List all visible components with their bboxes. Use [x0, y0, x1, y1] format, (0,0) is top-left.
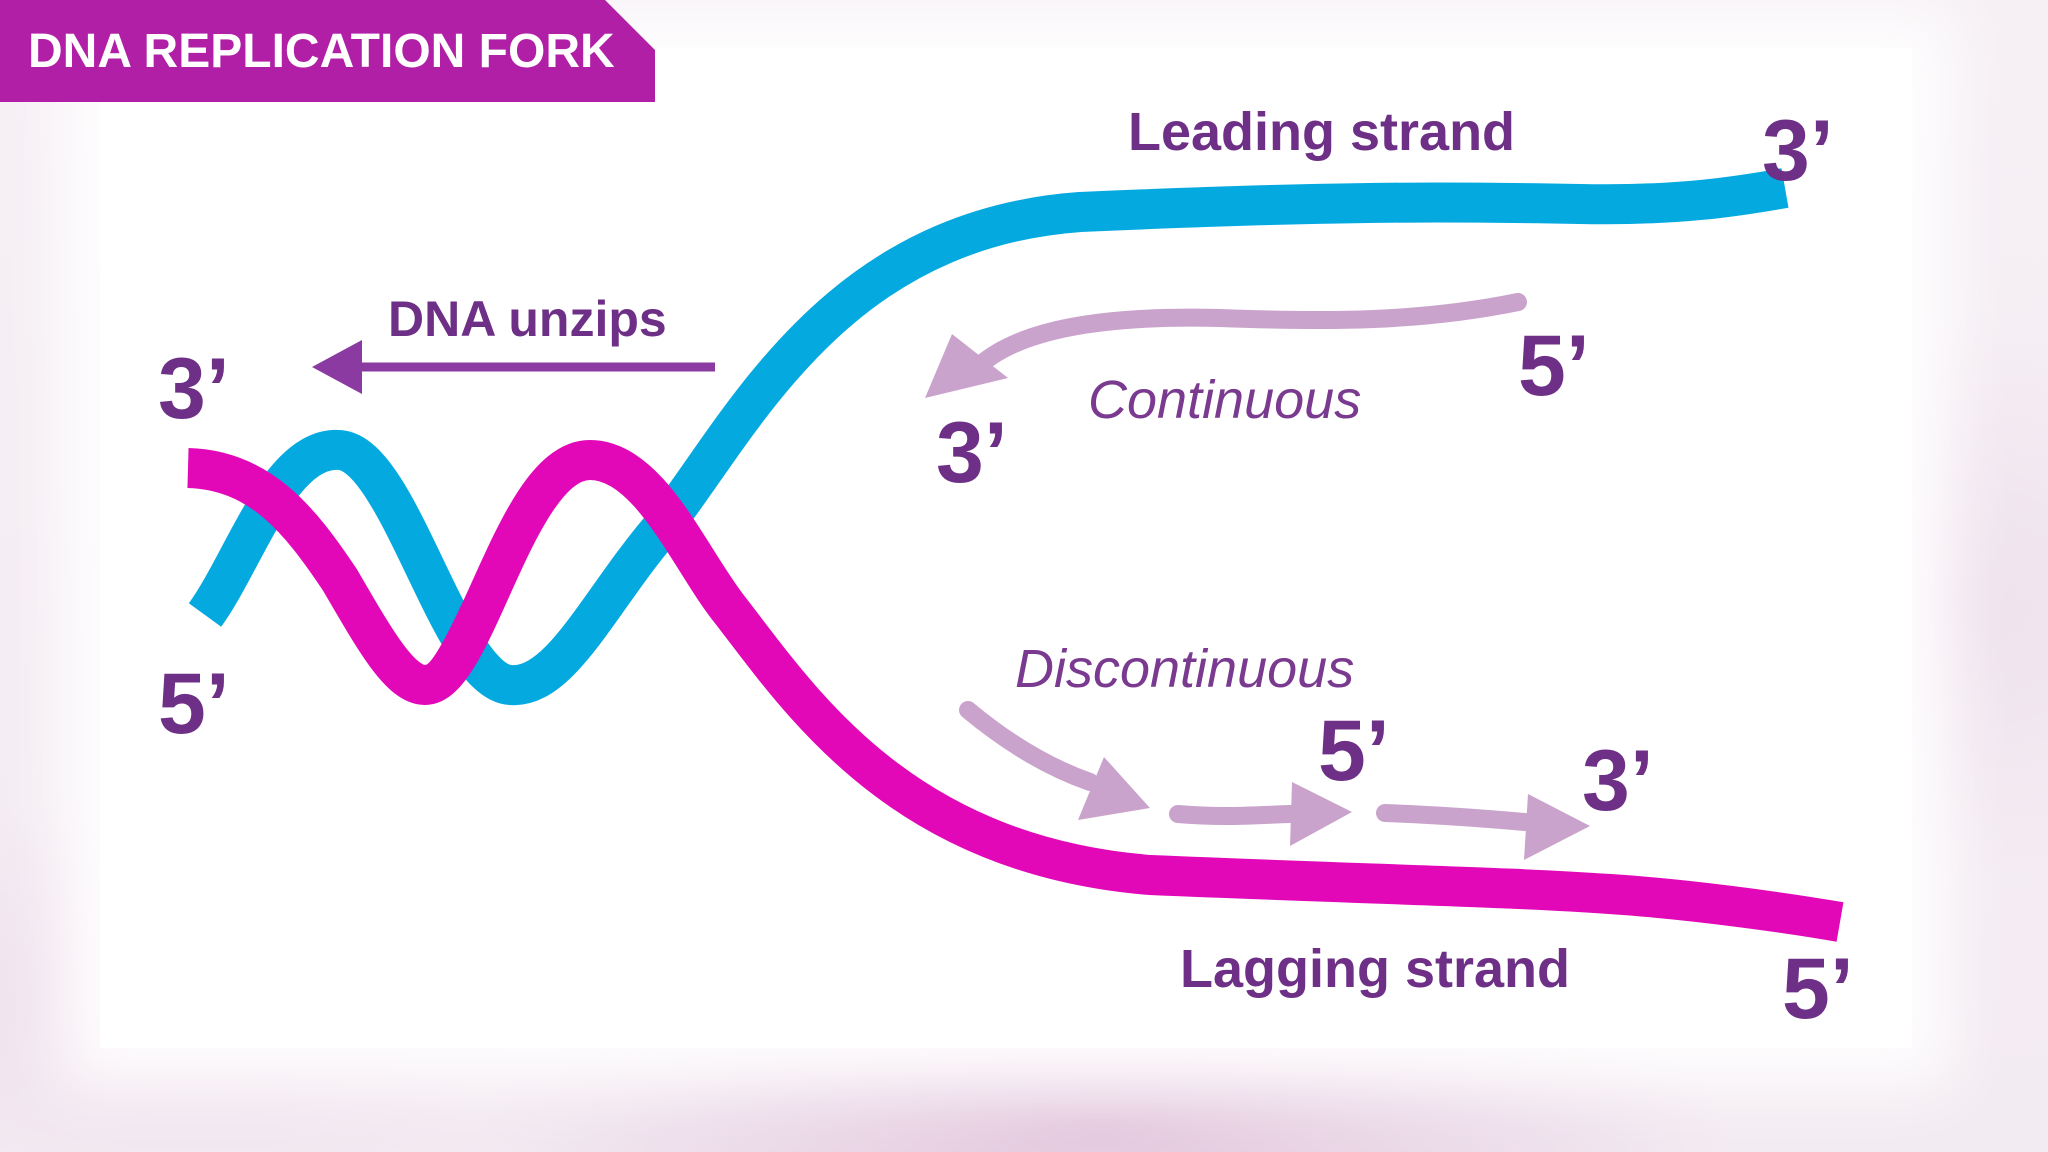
continuous-arrow — [925, 293, 1527, 398]
okazaki-fragment-arrow-2 — [1169, 782, 1352, 846]
lagging-strand — [186, 439, 1844, 942]
lagging-strand-label: Lagging strand — [1180, 939, 1570, 999]
okazaki-fragment-arrow-3 — [1376, 794, 1590, 860]
fragment-5prime-label: 5’ — [1318, 703, 1390, 799]
continuous-5prime-label: 5’ — [1518, 318, 1590, 414]
continuous-label: Continuous — [1088, 370, 1361, 430]
leading-strand-label: Leading strand — [1128, 102, 1515, 162]
leading-strand — [188, 168, 1789, 706]
helix-3prime-end-label: 3’ — [158, 341, 230, 437]
lagging-strand-5prime-label: 5’ — [1782, 941, 1854, 1037]
dna-unzips-label: DNA unzips — [388, 291, 667, 347]
continuous-3prime-label: 3’ — [936, 405, 1008, 501]
discontinuous-label: Discontinuous — [1015, 639, 1354, 699]
leading-strand-3prime-label: 3’ — [1762, 103, 1834, 199]
unzip-arrow — [312, 340, 715, 394]
helix-5prime-end-label: 5’ — [158, 656, 230, 752]
slide-title: DNA REPLICATION FORK — [0, 0, 655, 102]
fragment-3prime-label: 3’ — [1582, 733, 1654, 829]
okazaki-fragment-arrow-1 — [959, 701, 1150, 820]
